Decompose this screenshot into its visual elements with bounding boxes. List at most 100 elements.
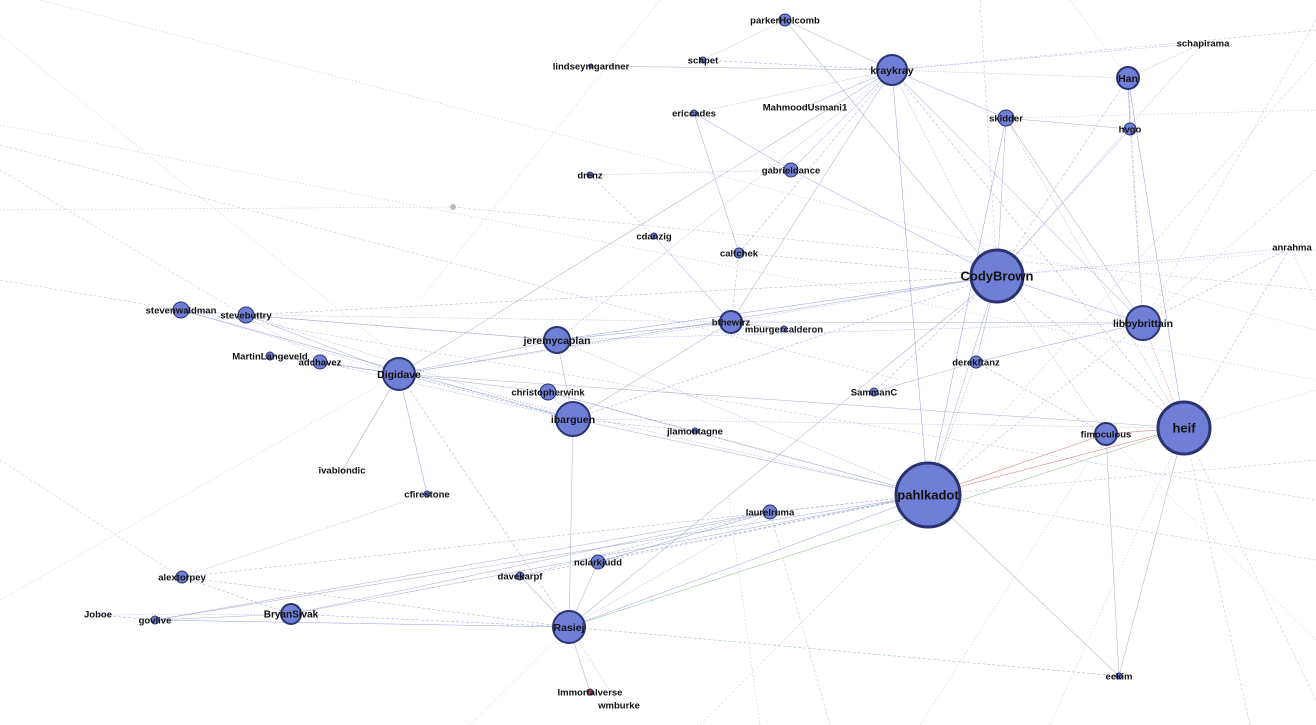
graph-node-Han[interactable] [1116, 66, 1140, 90]
graph-edge-pahlkadot-Rasiej [568, 494, 929, 628]
graph-edge-libbybrittain-bthewirz [730, 321, 1144, 324]
graph-node-Rasiej[interactable] [552, 610, 586, 644]
node-label-MahmoodUsmani1: MahmoodUsmani1 [763, 103, 848, 114]
node-label-stevenwaldman: stevenwaldman [146, 306, 217, 317]
graph-node-heif[interactable] [1156, 400, 1212, 456]
graph-node-MartinLangeveld[interactable] [265, 351, 275, 361]
node-label-wmburke: wmburke [597, 701, 640, 712]
graph-node-kraykray[interactable] [876, 54, 908, 86]
graph-node-eekim[interactable] [1115, 672, 1123, 680]
graph-node-alextorpey[interactable] [175, 570, 189, 584]
node-label-caltchek: caltchek [720, 249, 759, 260]
graph-node-cfirestone[interactable] [423, 490, 431, 498]
graph-edge-background [1142, 169, 1316, 324]
graph-edge-Joboe-govlive [97, 614, 156, 621]
graph-node-jeremycaplan[interactable] [543, 326, 571, 354]
graph-edge-fimoculous-eekim [1105, 433, 1120, 677]
node-label-derekftanz: derekftanz [952, 358, 1000, 369]
graph-node-derekftanz[interactable] [969, 355, 983, 369]
graph-node-schpet[interactable] [699, 56, 707, 64]
graph-node-fimoculous[interactable] [1094, 422, 1118, 446]
graph-edge-background [1183, 427, 1316, 701]
graph-edge-christopherwink-jlamontagne [547, 391, 696, 432]
graph-edge-background [727, 494, 761, 725]
graph-node-christopherwink[interactable] [539, 383, 557, 401]
graph-edge-heif-Digidave [398, 373, 1185, 429]
graph-node-pahlkadot[interactable] [894, 461, 962, 529]
graph-node-cdanzig[interactable] [650, 232, 658, 240]
graph-node-bthewirz[interactable] [719, 310, 743, 334]
graph-edge-background [0, 279, 1316, 501]
graph-node-hvgo[interactable] [1123, 122, 1137, 136]
graph-node-davekarpf[interactable] [515, 571, 525, 581]
graph-edge-skidder-hvgo [1005, 117, 1131, 130]
graph-node-ibarguen[interactable] [555, 401, 591, 437]
graph-edge-kraykray-skidder [891, 69, 1007, 119]
graph-edge-Digidave-cfirestone [398, 373, 428, 495]
node-label-BryanSivak: BryanSivak [264, 610, 319, 621]
node-layer [150, 13, 1212, 696]
graph-node-ericcades[interactable] [690, 109, 698, 117]
graph-edge-pahlkadot-derekftanz [927, 361, 977, 496]
graph-node-lindseymgardner[interactable] [588, 63, 594, 69]
node-label-schapirama: schapirama [1177, 39, 1231, 50]
graph-edge-Digidave-Rasiej [398, 373, 570, 628]
graph-node-skidder[interactable] [997, 109, 1015, 127]
graph-node-drenz[interactable] [586, 171, 594, 179]
graph-node-caltchek[interactable] [733, 247, 745, 259]
graph-edge-adchavez-MartinLangeveld [269, 355, 321, 363]
node-label-gabrieldance: gabrieldance [762, 166, 821, 177]
graph-node-nclarkjudd[interactable] [590, 554, 606, 570]
graph-edge-pahlkadot-skidder [927, 117, 1007, 496]
graph-edge-CodyBrown-Rasiej [568, 275, 998, 628]
graph-edge-background [419, 0, 661, 301]
graph-edge-stevebuttry-stevenwaldman [180, 309, 247, 316]
graph-edge-kraykray-Han [891, 69, 1129, 79]
graph-edge-caltchek-ericcades [693, 112, 740, 254]
node-label-skidder: skidder [989, 114, 1023, 125]
graph-node-govlive[interactable] [150, 615, 160, 625]
graph-node-mburgercalderon[interactable] [780, 325, 788, 333]
node-label-parkerHolcomb: parkerHolcomb [750, 16, 820, 27]
graph-edge-pahlkadot-eekim [927, 494, 1120, 677]
graph-node-adchavez[interactable] [312, 354, 328, 370]
graph-edge-pahlkadot-govlive [154, 494, 929, 621]
graph-edge-Digidave-stevenwaldman [180, 309, 400, 375]
node-label-stevebuttry: stevebuttry [220, 311, 272, 322]
graph-node-BryanSivak[interactable] [280, 603, 302, 625]
graph-node-gabrieldance[interactable] [783, 162, 799, 178]
graph-edge-jeremycaplan-bthewirz [556, 321, 732, 341]
graph-node-CodyBrown[interactable] [969, 248, 1025, 304]
graph-edge-background [769, 511, 831, 725]
graph-node-parkerHolcomb[interactable] [778, 13, 792, 27]
graph-edge-background [891, 29, 1316, 71]
node-label-kraykray: kraykray [870, 65, 913, 77]
graph-edge-CodyBrown-kraykray [891, 69, 998, 277]
graph-node-Digidave[interactable] [382, 357, 416, 391]
graph-edge-Rasiej-govlive [154, 619, 570, 628]
node-label-eekim: eekim [1106, 672, 1133, 683]
graph-node-libbybrittain[interactable] [1125, 305, 1161, 341]
graph-edge-kraykray-lindseymgardner [590, 65, 893, 71]
node-label-mburgercalderon: mburgercalderon [745, 325, 823, 336]
node-label-Immortalverse: Immortalverse [558, 688, 623, 699]
graph-node-isolated[interactable] [450, 204, 456, 210]
graph-node-Immortalverse[interactable] [586, 688, 594, 696]
graph-node-laurelruma[interactable] [762, 504, 778, 520]
graph-edge-kraykray-schpet [702, 59, 893, 71]
node-label-Digidave: Digidave [377, 369, 421, 381]
node-label-heif: heif [1172, 420, 1196, 435]
graph-edge-pahlkadot-davekarpf [519, 494, 929, 577]
node-label-hvgo: hvgo [1119, 125, 1142, 136]
graph-edge-SammanC-CodyBrown [873, 275, 998, 393]
graph-edge-background [979, 0, 998, 277]
graph-node-stevebuttry[interactable] [237, 306, 255, 324]
graph-edge-heif-skidder [1005, 117, 1185, 429]
graph-node-stevenwaldman[interactable] [172, 301, 190, 319]
node-label-libbybrittain: libbybrittain [1113, 318, 1173, 330]
graph-node-SammanC[interactable] [869, 387, 879, 397]
graph-node-jlamontagne[interactable] [691, 427, 699, 435]
node-label-ivabiondic: ivabiondic [319, 466, 366, 477]
